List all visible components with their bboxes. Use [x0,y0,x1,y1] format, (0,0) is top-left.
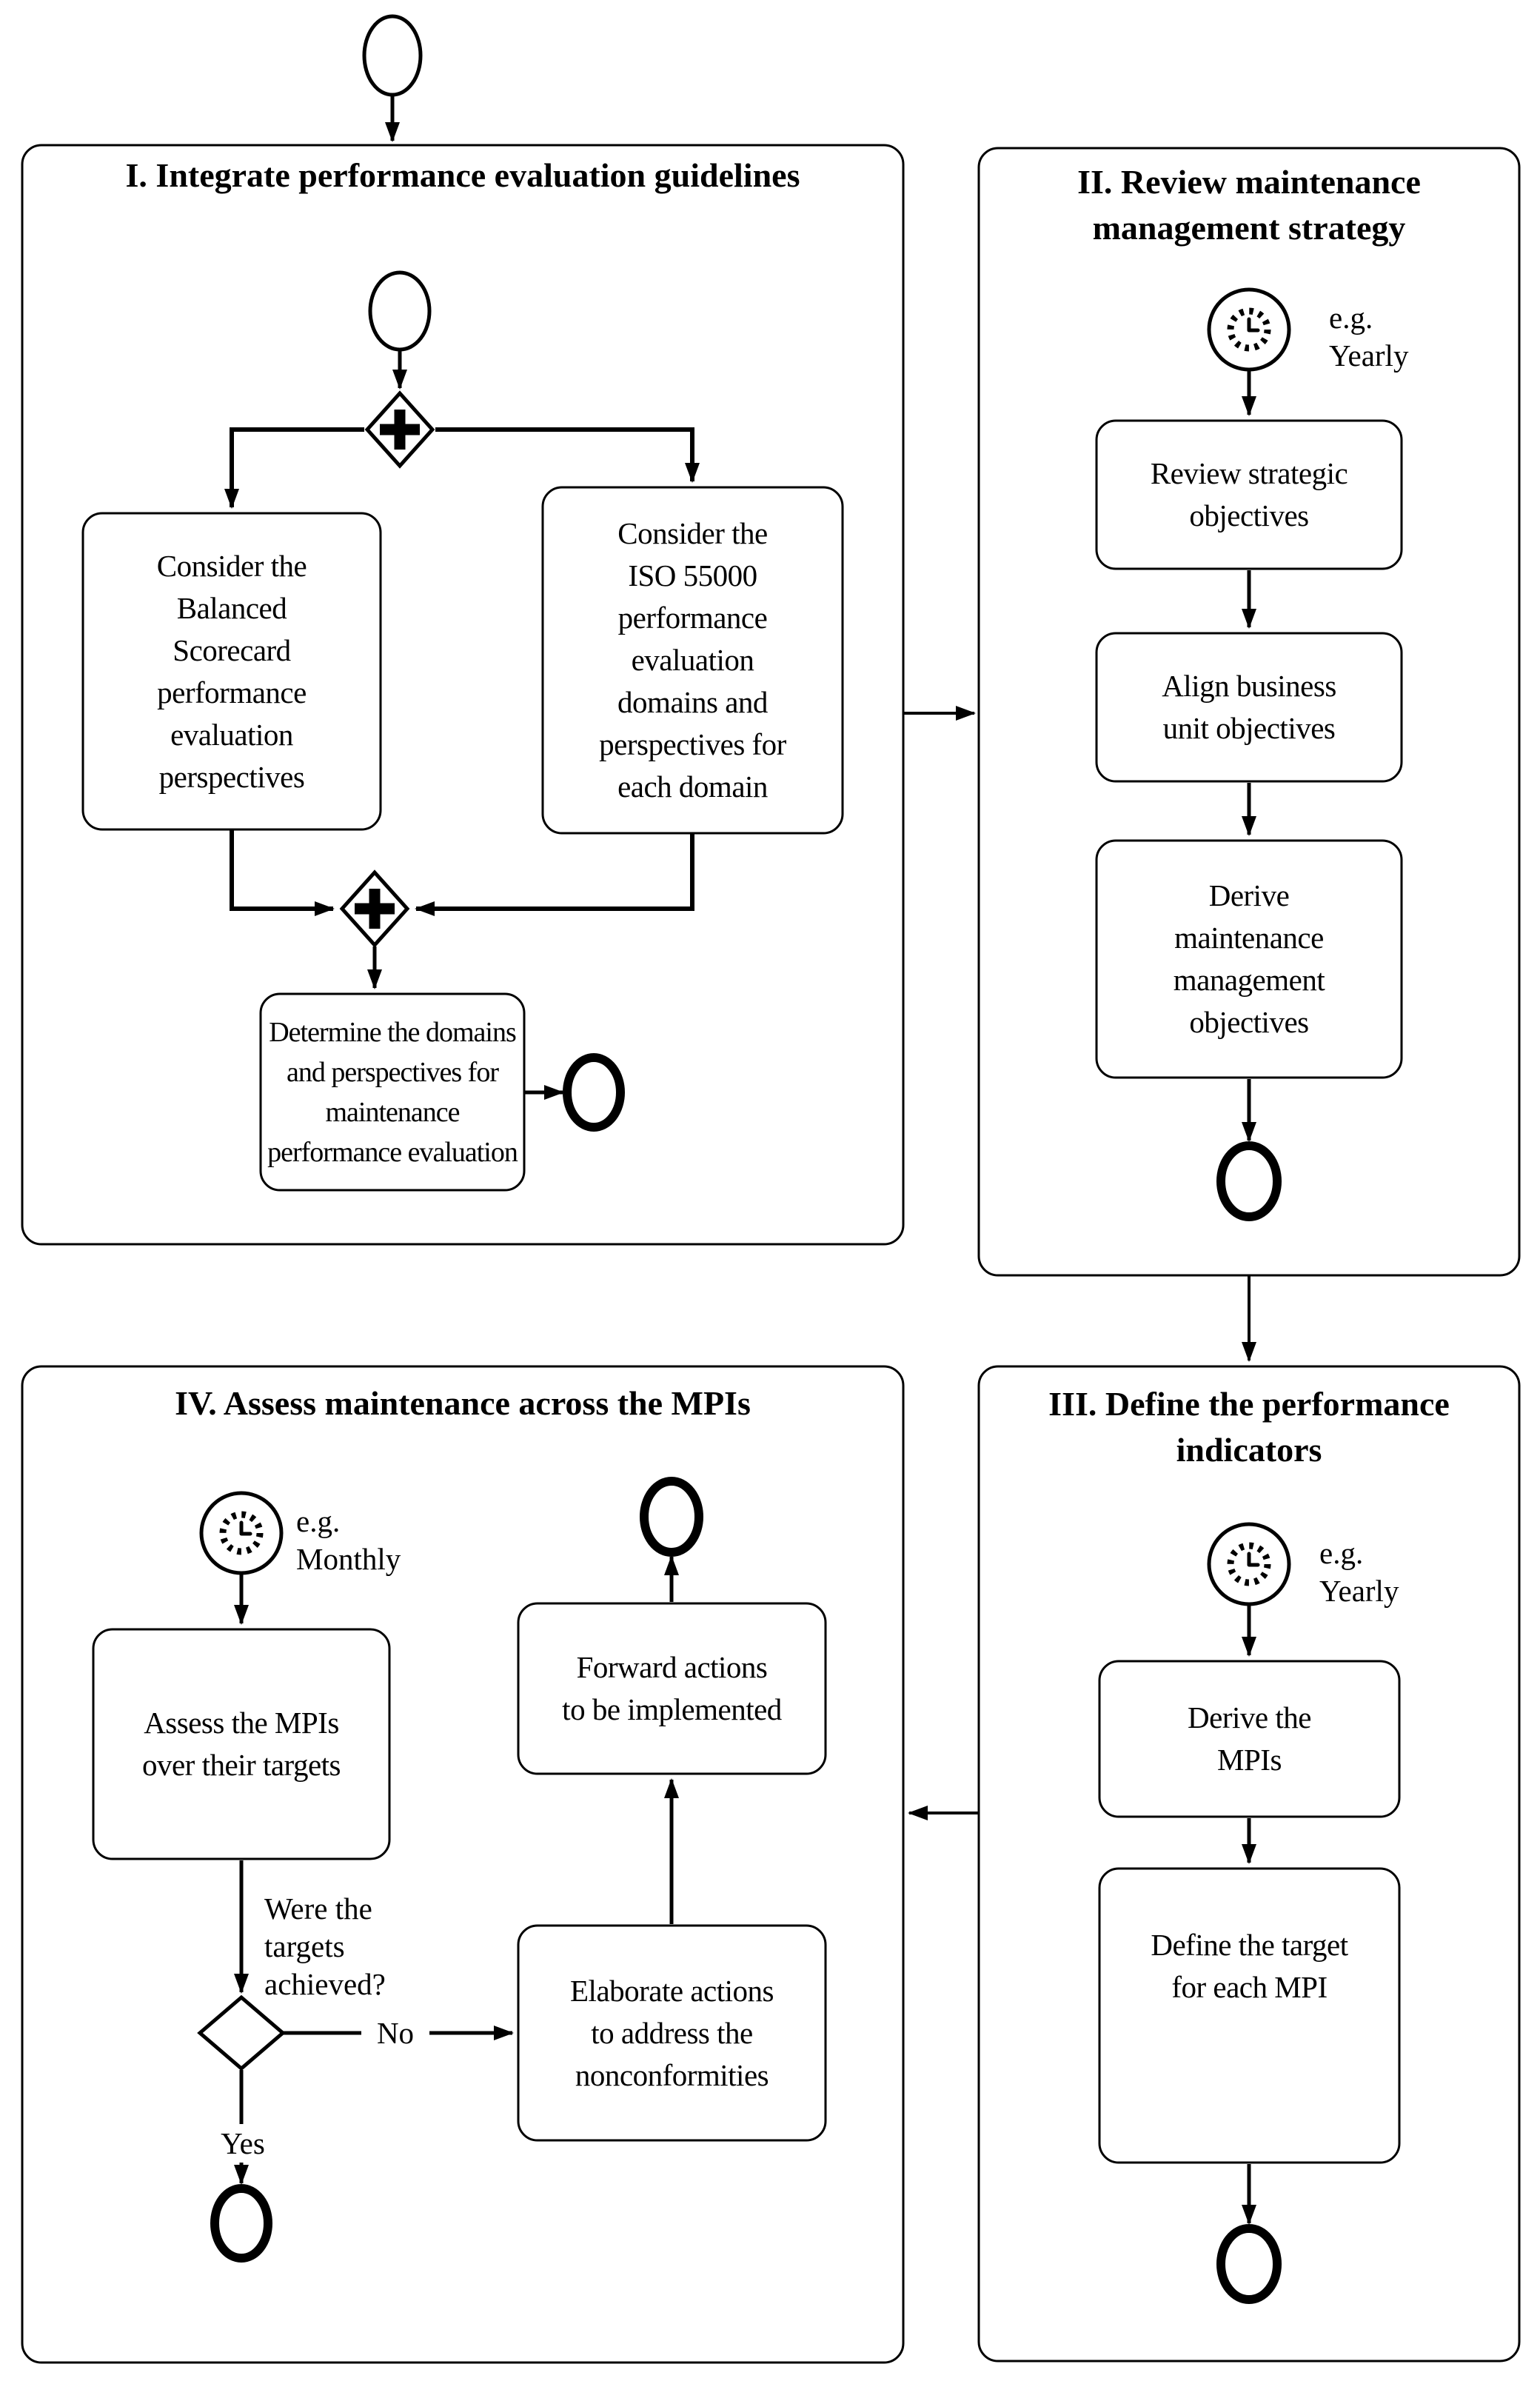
task-derive-mpis [1098,1660,1401,1818]
panel1-end-event-icon [563,1053,625,1132]
panel4-title: IV. Assess maintenance across the MPIs [175,1384,751,1422]
task-review-strategic-label: Review strategic objectives [1150,456,1348,532]
task-define-target-label: Define the target for each MPI [1151,1928,1348,2004]
decision-question-label: Were the targets achieved? [264,1891,386,2001]
exclusive-gateway-icon [197,1994,286,2071]
no-branch-label: No [361,2014,429,2052]
task-consider-iso-label: Consider the ISO 55000 performance evalu… [599,516,786,804]
panel1-title: I. Integrate performance evaluation guid… [125,156,800,194]
task-align-business-label: Align business unit objectives [1162,669,1336,745]
parallel-gateway-join-icon [339,869,410,948]
arrow-gateway-to-bsc [224,427,364,509]
parallel-gateway-split-icon [364,390,435,469]
panel2-end-event-icon [1216,1141,1282,1221]
task-consider-bsc-label: Consider the Balanced Scorecard performa… [156,549,307,794]
panel4-end-event-top-icon [640,1477,703,1557]
arrow-iso-to-join [415,833,694,916]
task-assess-mpis-label: Assess the MPIs over their targets [141,1706,341,1782]
panel3-title: III. Define the performance indicators [1048,1385,1450,1469]
task-derive-mpis-label: Derive the MPIs [1188,1700,1311,1777]
panel3-timer-label: e.g. Yearly [1319,1536,1399,1608]
task-elaborate-actions-label: Elaborate actions to address the nonconf… [570,1973,774,2092]
panel3-timer-icon [1209,1524,1289,1604]
panel4-timer-icon [201,1493,281,1573]
panel4-end-event-bottom-icon [210,2184,272,2263]
task-elaborate-actions [517,1924,827,2142]
task-review-strategic [1095,419,1403,570]
task-derive-objectives-label: Derive maintenance management objectives [1173,878,1325,1039]
start-event-icon [362,14,423,97]
arrow-bsc-to-join [230,829,335,916]
panel3-end-event-icon [1216,2224,1282,2304]
panel2-timer-icon [1209,290,1289,370]
panel1-start-event-icon [368,270,432,352]
task-derive-objectives [1095,839,1403,1079]
panel2-title: II. Review maintenance management strate… [1077,163,1421,247]
panel4-timer-label: e.g. Monthly [296,1504,401,1576]
panel-1-container [21,144,905,1246]
yes-branch-label: Yes [207,2124,278,2163]
task-determine-domains-label: Determine the domains and perspectives f… [267,1017,518,1168]
task-forward-actions [517,1602,827,1775]
task-define-target [1098,1867,1401,2164]
arrow-gateway-to-iso [435,427,700,483]
task-assess-mpis [92,1628,391,1860]
task-forward-actions-label: Forward actions to be implemented [562,1650,782,1726]
task-align-business [1095,632,1403,783]
panel2-timer-label: e.g. Yearly [1329,301,1409,373]
